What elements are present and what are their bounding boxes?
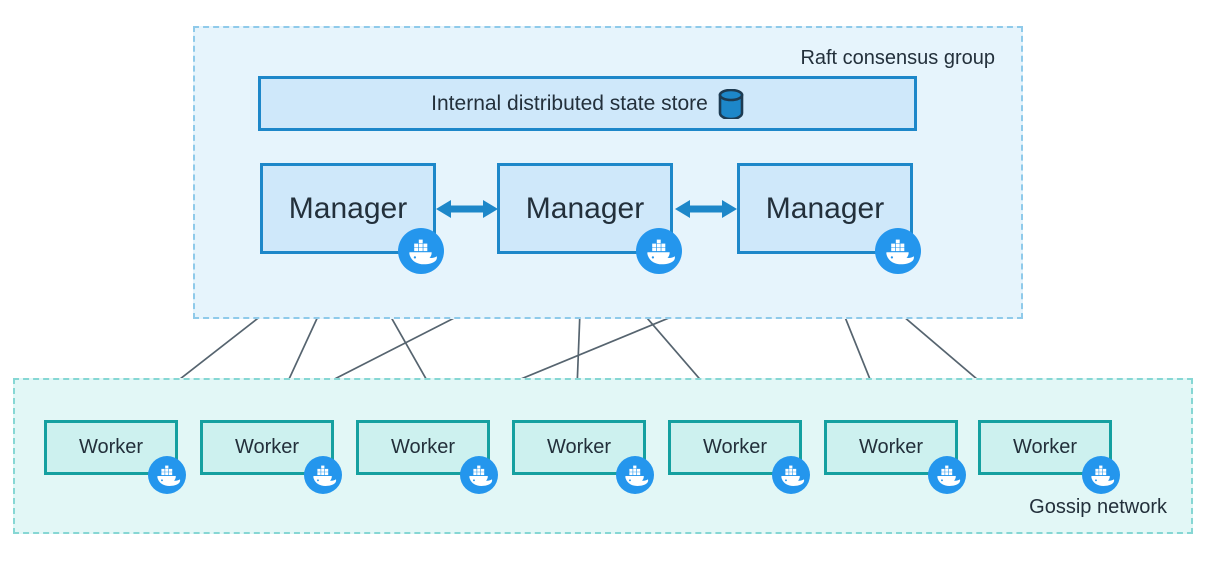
docker-whale-icon-worker-6 — [928, 456, 966, 494]
manager-peer-link-1 — [436, 199, 498, 219]
docker-whale-icon-manager-1 — [398, 228, 444, 274]
docker-whale-icon-worker-7 — [1082, 456, 1120, 494]
manager-label: Manager — [288, 191, 408, 225]
internal-state-store-box[interactable]: Internal distributed state store — [258, 76, 917, 131]
docker-whale-icon-worker-2 — [304, 456, 342, 494]
worker-label: Worker — [390, 436, 456, 458]
worker-label: Worker — [858, 436, 924, 458]
manager-label: Manager — [525, 191, 645, 225]
state-store-label: Internal distributed state store — [431, 91, 708, 115]
worker-label: Worker — [78, 436, 144, 458]
docker-whale-icon-worker-1 — [148, 456, 186, 494]
docker-whale-icon-worker-5 — [772, 456, 810, 494]
docker-whale-icon-worker-4 — [616, 456, 654, 494]
manager-node-1[interactable]: Manager — [260, 163, 436, 254]
docker-whale-icon-manager-2 — [636, 228, 682, 274]
docker-whale-icon-manager-3 — [875, 228, 921, 274]
worker-label: Worker — [702, 436, 768, 458]
worker-node-3[interactable]: Worker — [356, 420, 490, 475]
gossip-group-label: Gossip network — [1029, 496, 1167, 518]
worker-label: Worker — [234, 436, 300, 458]
worker-node-1[interactable]: Worker — [44, 420, 178, 475]
worker-label: Worker — [546, 436, 612, 458]
raft-group-label: Raft consensus group — [800, 47, 995, 69]
database-cylinder-icon — [718, 88, 744, 120]
docker-whale-icon-worker-3 — [460, 456, 498, 494]
manager-peer-link-2 — [675, 199, 737, 219]
worker-label: Worker — [1012, 436, 1078, 458]
manager-label: Manager — [765, 191, 885, 225]
